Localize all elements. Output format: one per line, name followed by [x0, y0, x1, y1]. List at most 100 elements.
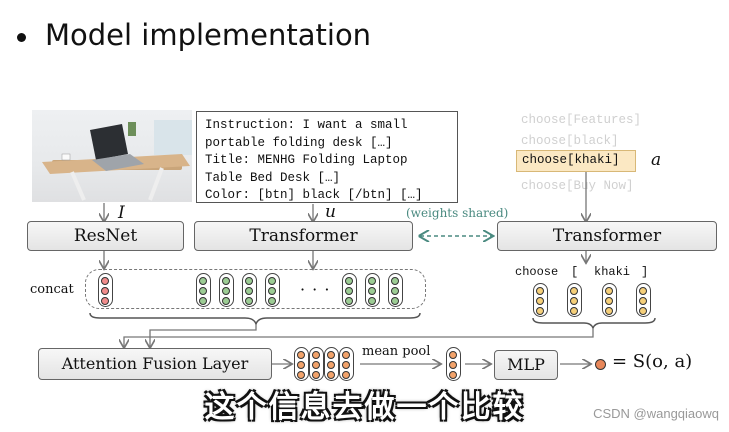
feature-unit-dot [222, 297, 230, 305]
feature-unit-dot [605, 307, 613, 315]
feature-vector-chip [388, 273, 403, 307]
feature-unit-dot [536, 287, 544, 295]
instruction-line: Color: [btn] black [/btn] […] [205, 188, 423, 202]
action-item: choose[black] [521, 134, 619, 148]
feature-vector-chip [636, 283, 651, 317]
feature-unit-dot [268, 297, 276, 305]
mean-pool-label: mean pool [362, 344, 431, 359]
concat-label: concat [30, 282, 74, 297]
feature-unit-dot [199, 287, 207, 295]
feature-unit-dot [312, 361, 320, 369]
feature-unit-dot [449, 371, 457, 379]
feature-unit-dot [199, 277, 207, 285]
feature-vector-chip [339, 347, 354, 381]
output-score-label: = S(o, a) [612, 351, 693, 372]
feature-unit-dot [605, 287, 613, 295]
feature-unit-dot [199, 297, 207, 305]
feature-vector-chip [324, 347, 339, 381]
feature-unit-dot [245, 287, 253, 295]
feature-vector-chip [342, 273, 357, 307]
feature-unit-dot [368, 277, 376, 285]
feature-unit-dot [639, 287, 647, 295]
mlp-box: MLP [494, 350, 558, 380]
feature-vector-chip [294, 347, 309, 381]
action-symbol: a [651, 150, 662, 170]
image-symbol: I [118, 203, 125, 223]
feature-unit-dot [536, 307, 544, 315]
token-label: khaki [594, 265, 631, 279]
feature-vector-chip [242, 273, 257, 307]
feature-unit-dot [312, 351, 320, 359]
feature-vector-chip [365, 273, 380, 307]
transformer-left-box: Transformer [194, 221, 413, 251]
weights-shared-label: (weights shared) [406, 206, 509, 220]
feature-vector-chip [602, 283, 617, 317]
feature-unit-dot [312, 371, 320, 379]
action-item: choose[Buy Now] [521, 179, 634, 193]
feature-unit-dot [245, 297, 253, 305]
feature-vector-chip [533, 283, 548, 317]
feature-unit-dot [345, 297, 353, 305]
feature-unit-dot [222, 287, 230, 295]
feature-unit-dot [101, 277, 109, 285]
slide-title: Model implementation [45, 18, 372, 52]
feature-unit-dot [605, 297, 613, 305]
instruction-line: portable folding desk […] [205, 135, 393, 150]
feature-unit-dot [297, 371, 305, 379]
feature-unit-dot [268, 287, 276, 295]
selected-action: choose[khaki] [516, 150, 636, 172]
feature-unit-dot [639, 307, 647, 315]
feature-vector-chip [98, 273, 113, 307]
feature-unit-dot [639, 297, 647, 305]
feature-unit-dot [327, 351, 335, 359]
feature-unit-dot [449, 351, 457, 359]
watermark: CSDN @wangqiaowq [593, 406, 719, 421]
feature-unit-dot [245, 277, 253, 285]
feature-unit-dot [368, 297, 376, 305]
feature-unit-dot [536, 297, 544, 305]
feature-unit-dot [268, 277, 276, 285]
text-symbol: u [325, 202, 336, 222]
instruction-line: Instruction: I want a small [205, 118, 408, 132]
feature-unit-dot [222, 277, 230, 285]
bullet-dot [17, 33, 26, 42]
feature-unit-dot [391, 277, 399, 285]
feature-vector-chip [265, 273, 280, 307]
feature-unit-dot [342, 351, 350, 359]
feature-unit-dot [101, 297, 109, 305]
token-label: [ [571, 265, 579, 279]
feature-vector-chip [446, 347, 461, 381]
instruction-line: Title: MENHG Folding Laptop [205, 153, 408, 167]
ellipsis: · · · [300, 280, 331, 299]
instruction-line: Table Bed Desk […] [205, 170, 341, 185]
feature-unit-dot [449, 361, 457, 369]
product-image [32, 110, 192, 202]
feature-unit-dot [345, 287, 353, 295]
feature-unit-dot [368, 287, 376, 295]
feature-vector-chip [196, 273, 211, 307]
attention-fusion-layer-box: Attention Fusion Layer [38, 348, 272, 380]
feature-unit-dot [345, 277, 353, 285]
feature-unit-dot [342, 371, 350, 379]
feature-unit-dot [297, 351, 305, 359]
feature-unit-dot [297, 361, 305, 369]
instruction-text-box: Instruction: I want a small portable fol… [196, 111, 458, 203]
feature-unit-dot [101, 287, 109, 295]
transformer-right-box: Transformer [497, 221, 717, 251]
feature-unit-dot [570, 297, 578, 305]
feature-vector-chip [567, 283, 582, 317]
action-item: choose[Features] [521, 113, 642, 127]
feature-unit-dot [570, 287, 578, 295]
resnet-box: ResNet [27, 221, 184, 251]
feature-unit-dot [391, 297, 399, 305]
feature-vector-chip [219, 273, 234, 307]
feature-vector-chip [309, 347, 324, 381]
feature-unit-dot [327, 371, 335, 379]
token-label: choose [515, 265, 559, 279]
feature-unit-dot [391, 287, 399, 295]
feature-unit-dot [327, 361, 335, 369]
feature-unit-dot [570, 307, 578, 315]
concat-dashed-box [85, 269, 426, 309]
video-subtitle: 这个信息去做一个比较 [204, 390, 525, 425]
